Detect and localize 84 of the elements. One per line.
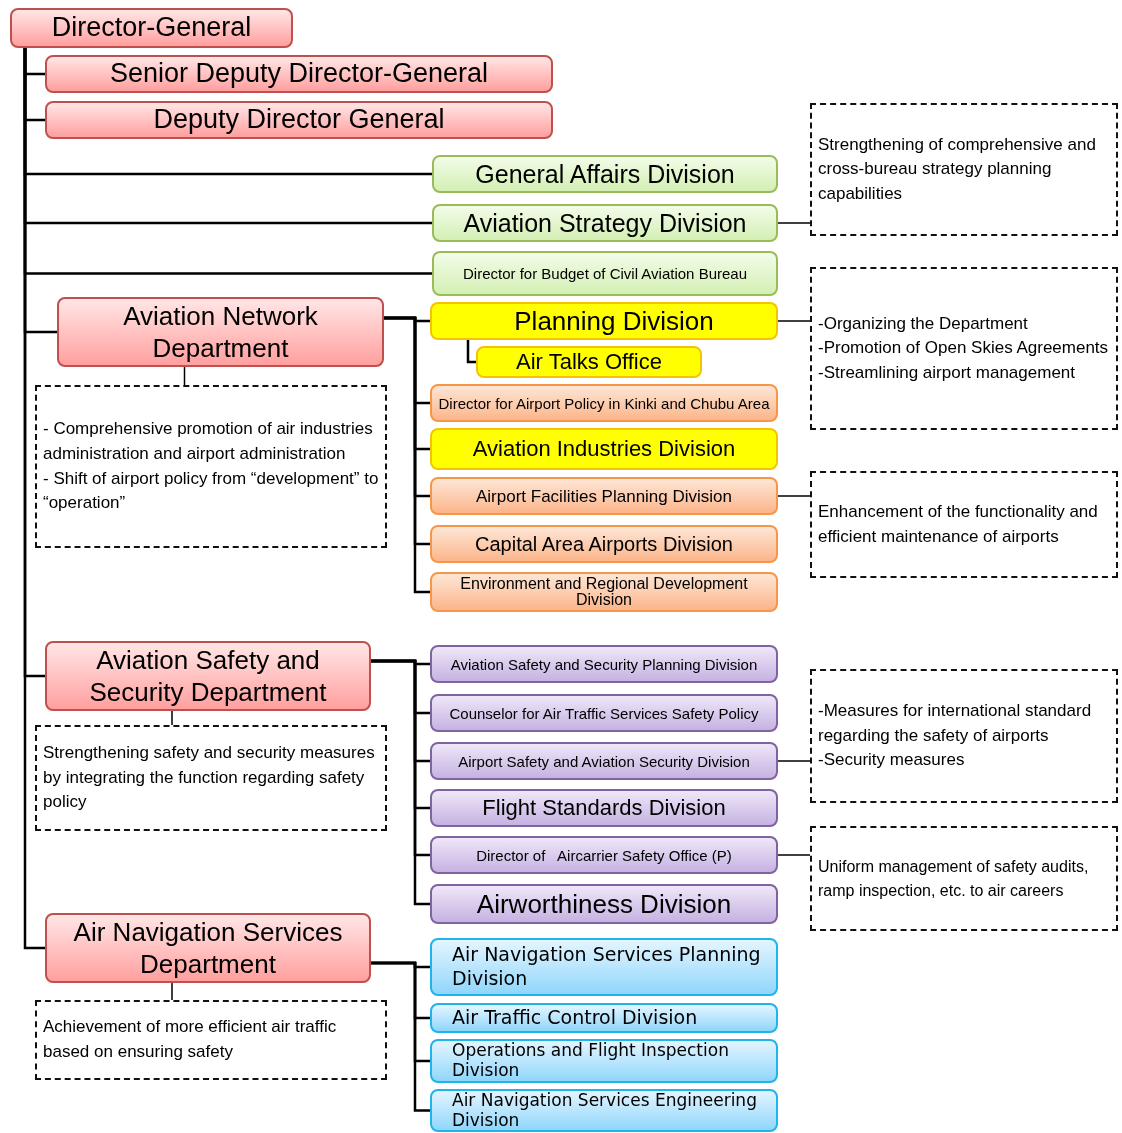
node-text: Airport Facilities Planning Division (475, 487, 732, 505)
node-text: Uniform management of safety audits, ramp inspection, etc. to air careers (818, 857, 1090, 901)
node-text: Strengthening of comprehensive and cross-bureau strategy planning capabilities (818, 133, 1097, 205)
node-text: Achievement of more efficient air traffic based on ensuring safety (43, 1016, 338, 1063)
node-text: Capital Area Airports Division (475, 534, 733, 554)
division-box (430, 1003, 778, 1033)
note-box (810, 471, 1118, 578)
division-box (430, 1039, 778, 1083)
node-text: Director of Aircarrier Safety Office (P) (476, 847, 732, 863)
division-box (432, 251, 778, 296)
node-text: -Security measures (818, 749, 966, 772)
position-box (45, 55, 553, 93)
node-text: Air Navigation Services Department (72, 915, 344, 981)
department-box (57, 297, 384, 367)
note-box (35, 725, 387, 831)
connector-line (371, 659, 430, 906)
node-text: -Streamlining airport management (818, 361, 1076, 384)
node-text: Counselor for Air Traffic Services Safety Policy (449, 705, 759, 721)
connector-line (384, 316, 430, 594)
note-box (35, 385, 387, 548)
note-box (810, 669, 1118, 803)
note-box (810, 267, 1118, 430)
node-text: -Organizing the Department (818, 312, 1029, 335)
node-text: Environment and Regional Development Division (459, 576, 749, 608)
division-box (432, 155, 778, 193)
division-box (430, 884, 778, 924)
node-text: Flight Standards Division (482, 797, 726, 819)
connector-line (466, 340, 476, 364)
node-text: Deputy Director General (153, 103, 445, 137)
connector-line (777, 495, 811, 497)
node-text: Airworthiness Division (476, 891, 732, 917)
node-text: - Comprehensive promotion of air industries administration and airport administration (43, 418, 374, 465)
division-box (430, 428, 778, 470)
node-text: General Affairs Division (475, 161, 735, 187)
division-box (430, 742, 778, 780)
node-text: Director for Airport Policy in Kinki and Chubu Area (438, 395, 770, 411)
division-box (430, 836, 778, 874)
connector-line (371, 961, 430, 1112)
node-text: Aviation Industries Division (472, 438, 736, 460)
node-text: Air Navigation Services Planning Division (452, 943, 762, 991)
note-box (810, 826, 1118, 931)
division-box (430, 572, 778, 612)
division-box (430, 938, 778, 996)
node-text: Enhancement of the functionality and efficient maintenance of airports (818, 500, 1099, 548)
division-box (430, 694, 778, 732)
connector-line (777, 854, 811, 856)
node-text: Aviation Network Department (122, 299, 319, 365)
node-text: Aviation Safety and Security Department (88, 643, 328, 709)
node-text: -Promotion of Open Skies Agreements (818, 337, 1110, 360)
division-box (430, 302, 778, 340)
node-text: Senior Deputy Director-General (109, 57, 489, 91)
node-text: -Measures for international standard regarding the safety of airports (818, 700, 1093, 747)
note-box (35, 1000, 387, 1080)
division-box (430, 789, 778, 827)
node-text: Director for Budget of Civil Aviation Bureau (462, 266, 747, 281)
division-box (430, 645, 778, 683)
node-text: Aviation Strategy Division (463, 210, 747, 236)
department-box (45, 641, 371, 711)
note-box (810, 103, 1118, 236)
node-text: Director-General (51, 11, 252, 45)
position-box (45, 101, 553, 139)
connector-line (777, 222, 811, 224)
node-text: Airport Safety and Aviation Security Division (458, 753, 750, 769)
division-box (430, 384, 778, 422)
division-box (432, 204, 778, 242)
department-box (45, 913, 371, 983)
node-text: Air Navigation Services Engineering Division (452, 1090, 758, 1131)
division-box (430, 1089, 778, 1132)
connector-line (23, 48, 45, 950)
position-box (10, 8, 293, 48)
division-box (430, 477, 778, 515)
node-text: - Shift of airport policy from “development” to “operation” (43, 467, 379, 515)
division-box (430, 525, 778, 563)
office-box (476, 346, 702, 378)
node-text: Air Talks Office (516, 351, 662, 373)
connector-line (777, 320, 811, 322)
node-text: Strengthening safety and security measures by integrating the function regarding safety policy (43, 742, 376, 814)
connector-line (777, 760, 811, 762)
connector-line (171, 710, 173, 726)
node-text: Planning Division (513, 308, 714, 334)
node-text: Operations and Flight Inspection Division (452, 1041, 730, 1081)
node-text: Aviation Safety and Security Planning Division (450, 656, 758, 672)
connector-line (171, 982, 173, 1001)
node-text: Air Traffic Control Division (452, 1006, 699, 1030)
